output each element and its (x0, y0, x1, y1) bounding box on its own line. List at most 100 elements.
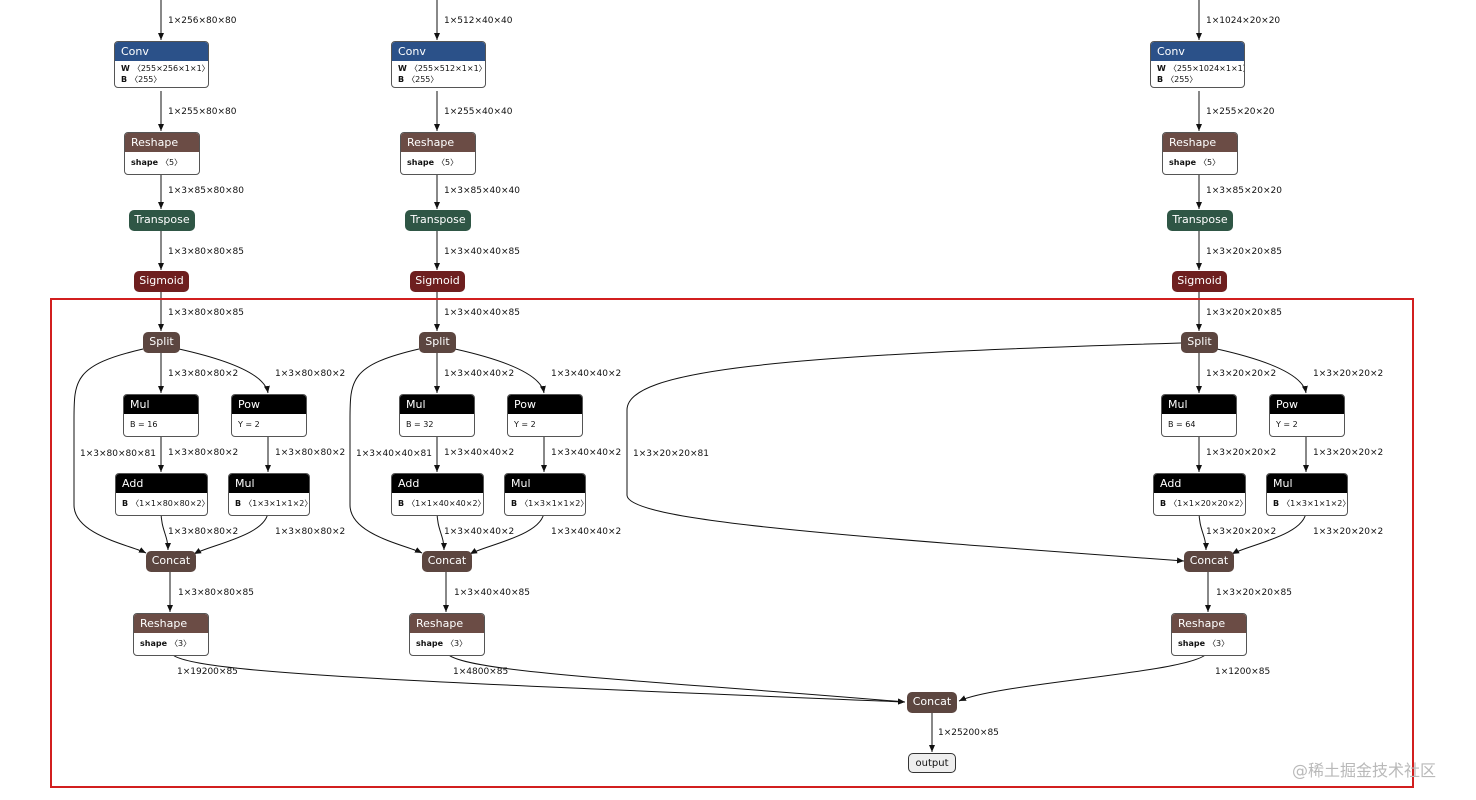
attr-name: B (398, 499, 405, 508)
col3-edge-label-sigmoid-out: 1×3×20×20×85 (1206, 308, 1282, 318)
col3-add-node-attr-row: B〈1×1×20×20×2〉 (1154, 495, 1245, 513)
col2-edge-label-reshape2-out: 1×4800×85 (453, 667, 509, 677)
attr-name: shape (416, 639, 444, 648)
attr-value: Y = 2 (1276, 420, 1298, 429)
col3-edge-label-transpose-out: 1×3×20×20×85 (1206, 247, 1282, 257)
col1-edge-split-pow (178, 348, 270, 394)
col1-mul-node-attr-row: B = 16 (124, 416, 198, 434)
col2-sigmoid-node[interactable]: Sigmoid (410, 271, 465, 292)
col2-edge-label-sigmoid-out: 1×3×40×40×85 (444, 308, 520, 318)
col1-conv-node-attr-row: B〈255〉 (115, 74, 208, 85)
col3-edge-label-add-out: 1×3×20×20×2 (1206, 527, 1277, 537)
col1-add-node-title: Add (116, 474, 207, 493)
col2-mul-node[interactable]: Mul B = 32 (399, 394, 475, 437)
attr-value: 〈5〉 (437, 158, 459, 167)
col1-edge-reshape-final (169, 650, 906, 705)
col3-edge-label-reshape2-out: 1×1200×85 (1215, 667, 1271, 677)
attr-name: shape (1169, 158, 1197, 167)
attr-value: 〈255〉 (407, 75, 439, 84)
col1-reshape2-node-title: Reshape (134, 614, 208, 633)
col1-reshape-node-title: Reshape (125, 133, 199, 152)
col2-pow-node-title: Pow (508, 395, 582, 414)
col3-reshape-node-attr-row: shape〈5〉 (1163, 154, 1237, 172)
col3-pow-node[interactable]: Pow Y = 2 (1269, 394, 1345, 437)
col1-pow-node[interactable]: Pow Y = 2 (231, 394, 307, 437)
attr-value: 〈5〉 (1199, 158, 1221, 167)
col3-mul-node-attr-row: B = 64 (1162, 416, 1236, 434)
attr-name: B (122, 499, 129, 508)
edge-label-final-concat-out: 1×25200×85 (938, 728, 999, 738)
col2-mul2-node-attr-row: B〈1×3×1×1×2〉 (505, 495, 585, 513)
col2-reshape-node-title: Reshape (401, 133, 475, 152)
output-node[interactable]: output (908, 753, 956, 773)
col1-pow-node-title: Pow (232, 395, 306, 414)
col3-add-node-title: Add (1154, 474, 1245, 493)
col3-edge-label-mul2-out: 1×3×20×20×2 (1313, 527, 1384, 537)
col2-conv-node-attr-row: B〈255〉 (392, 74, 485, 85)
col2-split-node[interactable]: Split (419, 332, 456, 353)
attr-value: 〈5〉 (161, 158, 183, 167)
attr-name: shape (131, 158, 159, 167)
final-concat-node[interactable]: Concat (907, 692, 957, 713)
col1-reshape-node[interactable]: Reshape shape〈5〉 (124, 132, 200, 175)
col1-edge-label-concat-out: 1×3×80×80×85 (178, 588, 254, 598)
col2-edge-label-transpose-out: 1×3×40×40×85 (444, 247, 520, 257)
col3-reshape-node[interactable]: Reshape shape〈5〉 (1162, 132, 1238, 175)
col3-pow-node-title: Pow (1270, 395, 1344, 414)
col2-concat-node[interactable]: Concat (422, 551, 472, 572)
col3-concat-node[interactable]: Concat (1184, 551, 1234, 572)
col3-sigmoid-node[interactable]: Sigmoid (1172, 271, 1227, 292)
col3-split-node[interactable]: Split (1181, 332, 1218, 353)
col3-pow-node-attr-row: Y = 2 (1270, 416, 1344, 434)
col1-reshape2-node-attr-row: shape〈3〉 (134, 635, 208, 653)
col1-reshape2-node[interactable]: Reshape shape〈3〉 (133, 613, 209, 656)
col3-transpose-node[interactable]: Transpose (1167, 210, 1233, 231)
col1-mul-node-title: Mul (124, 395, 198, 414)
col3-edge-label-split-pow: 1×3×20×20×2 (1313, 369, 1384, 379)
attr-name: B (511, 499, 518, 508)
col1-conv-node-attr-row: W〈255×256×1×1〉 (115, 63, 208, 74)
col1-edge-label-mul-out: 1×3×80×80×2 (168, 448, 239, 458)
col1-reshape-node-attr-row: shape〈5〉 (125, 154, 199, 172)
col3-reshape-node-title: Reshape (1163, 133, 1237, 152)
col1-concat-node[interactable]: Concat (146, 551, 196, 572)
attr-value: 〈3〉 (170, 639, 192, 648)
col3-edge-reshape-final (958, 650, 1209, 702)
col2-edge-label-input: 1×512×40×40 (444, 16, 513, 26)
col2-edge-mul2-concat (469, 510, 545, 555)
col2-edge-label-mul-out: 1×3×40×40×2 (444, 448, 515, 458)
col2-mul2-node-title: Mul (505, 474, 585, 493)
col1-edge-label-split-concat: 1×3×80×80×81 (80, 449, 156, 459)
col3-edge-label-input: 1×1024×20×20 (1206, 16, 1281, 26)
attr-value: 〈1×3×1×1×2〉 (520, 499, 586, 508)
col1-pow-node-attr-row: Y = 2 (232, 416, 306, 434)
col2-mul-node-attr-row: B = 32 (400, 416, 474, 434)
col2-edge-split-pow (454, 348, 546, 394)
attr-name: B (398, 75, 405, 84)
col2-transpose-node[interactable]: Transpose (405, 210, 471, 231)
attr-value: 〈1×3×1×1×2〉 (1282, 499, 1348, 508)
col1-mul-node[interactable]: Mul B = 16 (123, 394, 199, 437)
col3-edge-label-conv-out: 1×255×20×20 (1206, 107, 1275, 117)
attr-value: 〈1×1×20×20×2〉 (1169, 499, 1246, 508)
col1-sigmoid-node[interactable]: Sigmoid (134, 271, 189, 292)
attr-name: B (1157, 75, 1164, 84)
col2-mul-node-title: Mul (400, 395, 474, 414)
col3-edge-label-reshape-out: 1×3×85×20×20 (1206, 186, 1282, 196)
col1-transpose-node[interactable]: Transpose (129, 210, 195, 231)
col1-split-node[interactable]: Split (143, 332, 180, 353)
